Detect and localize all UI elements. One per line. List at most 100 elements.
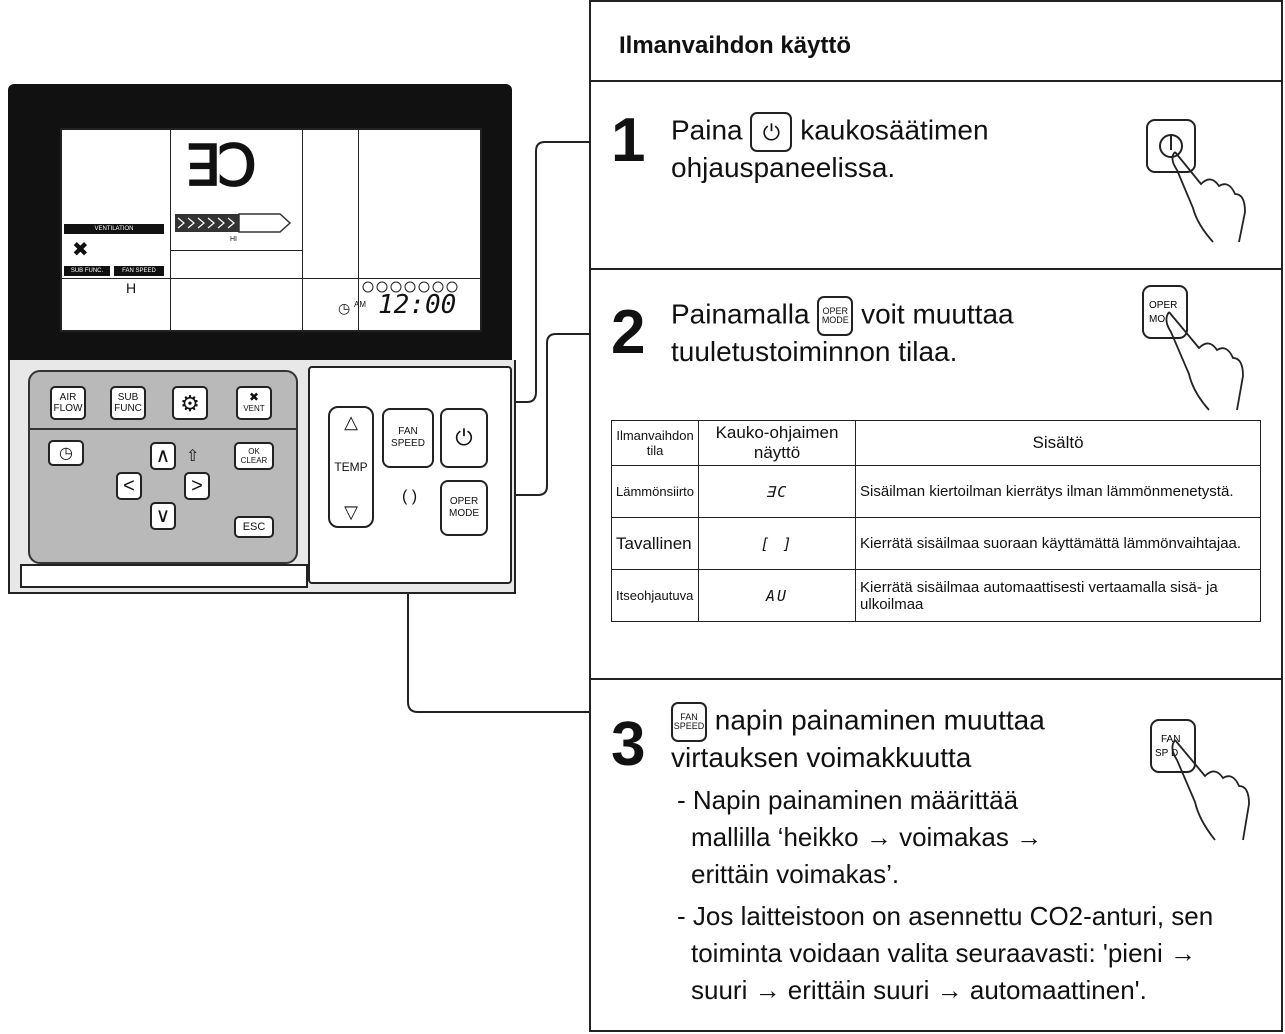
hi-label: HI <box>230 236 237 243</box>
mode-cell: Tavallinen <box>610 517 700 570</box>
oper-label: OPER <box>822 306 849 316</box>
remote-controller: ꓱꓛ HI VENTILATION ✖ SUB FUNC. FAN SPEED … <box>8 84 516 594</box>
power-icon: ⏻ <box>455 425 473 450</box>
vent-button-label: VENT <box>243 404 265 413</box>
note1-line1: - Napin painaminen määrittää <box>677 785 1019 815</box>
timer-button[interactable]: ◷ <box>48 440 84 466</box>
step3-text-a: napin painaminen muuttaa <box>714 704 1045 736</box>
temp-label: TEMP <box>334 460 368 474</box>
keypad: AIR FLOW SUB FUNC ⚙ ✖ VENT ◷ ∧ ⇧ OK CLEA… <box>28 370 298 564</box>
mode-label: MODE <box>821 315 849 325</box>
step3-number: 3 <box>611 710 646 779</box>
oper-mode-button[interactable]: OPER MODE <box>440 480 488 536</box>
svg-text:OPER: OPER <box>1149 300 1177 311</box>
fan-level: H <box>126 280 137 296</box>
step2-text-b: voit muuttaa <box>861 298 1014 330</box>
air-flow-button[interactable]: AIR FLOW <box>50 386 86 420</box>
step3-text-b: virtauksen voimakkuutta <box>671 742 972 773</box>
ventilation-tag: VENTILATION <box>64 224 164 234</box>
instruction-panel: Ilmanvaihdon käyttö 1 Paina ⏻ kaukosääti… <box>589 0 1283 1032</box>
display-cell: AU <box>698 569 857 622</box>
ventilation-mode-table: Ilmanvaihdon tila Kauko-ohjaimen näyttö … <box>610 420 1261 622</box>
right-control-panel: △ TEMP ▽ FAN SPEED ⏻ ( ) OPER MODE <box>308 366 512 584</box>
up-button[interactable]: ∧ <box>150 442 176 470</box>
note2-line2: toiminta voidaan valita seuraavasti: 'pi… <box>691 938 1197 968</box>
svg-text:FAN: FAN <box>1161 734 1180 745</box>
fan-speed-tag: FAN SPEED <box>114 266 164 276</box>
step2-number: 2 <box>611 298 646 367</box>
remote-lower-panel: AIR FLOW SUB FUNC ⚙ ✖ VENT ◷ ∧ ⇧ OK CLEA… <box>8 360 516 594</box>
power-button[interactable]: ⏻ <box>440 408 488 468</box>
note1-line3: erittäin voimakas’. <box>691 859 900 889</box>
note2-line1: - Jos laitteistoon on asennettu CO2-antu… <box>677 901 1214 931</box>
step2-text-a: Painamalla <box>671 298 810 330</box>
hand-press-icon <box>1141 114 1251 244</box>
step3-note1: - Napin painaminen määrittää mallilla ‘h… <box>677 782 1177 893</box>
temp-rocker[interactable]: △ TEMP ▽ <box>328 406 374 528</box>
sensor-icon: ( ) <box>402 488 418 505</box>
mode-cell: Lämmönsiirto <box>610 465 700 518</box>
ok-label: OK <box>248 447 260 456</box>
temp-down-icon: ▽ <box>344 502 358 522</box>
lcd-screen: ꓱꓛ HI VENTILATION ✖ SUB FUNC. FAN SPEED … <box>60 128 482 332</box>
clock-display: 12:00 <box>378 290 457 320</box>
down-button[interactable]: ∨ <box>150 502 176 530</box>
display-cell: [ ] <box>698 517 857 570</box>
power-icon: ⏻ <box>762 119 781 145</box>
right-button[interactable]: > <box>184 472 210 500</box>
note2-line3: suuri → erittäin suuri → automaattinen'. <box>691 975 1147 1005</box>
step1-number: 1 <box>611 106 646 175</box>
fan-bar-icon <box>174 212 292 234</box>
content-cell: Kierrätä sisäilmaa automaattisesti verta… <box>855 569 1261 622</box>
vent-icon: ✖ <box>248 390 260 404</box>
step1-text-b: kaukosäätimen <box>800 114 989 146</box>
mode-label: MODE <box>449 508 479 519</box>
lcd-mode-symbol: ꓱꓛ <box>186 134 257 199</box>
hand-press-icon: FAN SP D <box>1147 714 1257 844</box>
home-icon: ⇧ <box>186 448 200 465</box>
fan-label: FAN <box>398 426 418 437</box>
oper-label: OPER <box>449 496 479 507</box>
note1-line2: mallilla ‘heikko → voimakas → <box>691 822 1043 852</box>
table-row: Itseohjautuva AU Kierrätä sisäilmaa auto… <box>610 569 1261 622</box>
step1-text-c: ohjauspaneelissa. <box>671 152 896 183</box>
svg-text:SP D: SP D <box>1155 748 1178 759</box>
fan-label: FAN <box>680 712 698 722</box>
speed-label: SPEED <box>391 438 425 449</box>
cover-hinge <box>20 564 308 588</box>
table-header-row: Ilmanvaihdon tila Kauko-ohjaimen näyttö … <box>610 420 1261 466</box>
content-cell: Kierrätä sisäilmaa suoraan käyttämättä l… <box>855 517 1261 570</box>
esc-button[interactable]: ESC <box>234 516 274 538</box>
remote-display-frame: ꓱꓛ HI VENTILATION ✖ SUB FUNC. FAN SPEED … <box>8 84 512 366</box>
gear-icon: ⚙ <box>180 390 200 416</box>
sub-func-button[interactable]: SUB FUNC <box>110 386 146 420</box>
settings-button[interactable]: ⚙ <box>172 386 208 420</box>
column-header: Ilmanvaihdon tila <box>610 420 700 466</box>
ventilation-icon: ✖ <box>72 239 89 261</box>
am-label: AM <box>354 300 366 309</box>
column-header: Kauko-ohjaimen näyttö <box>698 420 857 466</box>
mode-cell: Itseohjautuva <box>610 569 700 622</box>
column-header: Sisältö <box>855 420 1261 466</box>
temp-up-icon: △ <box>344 412 358 432</box>
sub-func-tag: SUB FUNC. <box>64 266 110 276</box>
ok-clear-button[interactable]: OK CLEAR <box>234 442 274 470</box>
speed-label: SPEED <box>673 721 705 731</box>
fan-speed-button[interactable]: FAN SPEED <box>382 408 434 468</box>
power-key-inline: ⏻ <box>750 112 793 152</box>
left-button[interactable]: < <box>116 472 142 500</box>
weekday-icons <box>358 278 478 294</box>
table-row: Lämmönsiirto ꓱC Sisäilman kiertoilman ki… <box>610 465 1261 518</box>
hand-press-icon: OPER MO <box>1139 282 1249 412</box>
clock-icon: ◷ <box>338 300 351 316</box>
step2-text-c: tuuletustoiminnon tilaa. <box>671 336 958 367</box>
display-cell: ꓱC <box>698 465 857 518</box>
svg-text:MO: MO <box>1149 314 1165 325</box>
step1-text: Paina ⏻ kaukosäätimen ohjauspaneelissa. <box>671 112 1091 184</box>
step1-text-a: Paina <box>671 114 743 146</box>
vent-button[interactable]: ✖ VENT <box>236 386 272 420</box>
clock-icon: ◷ <box>59 444 73 462</box>
